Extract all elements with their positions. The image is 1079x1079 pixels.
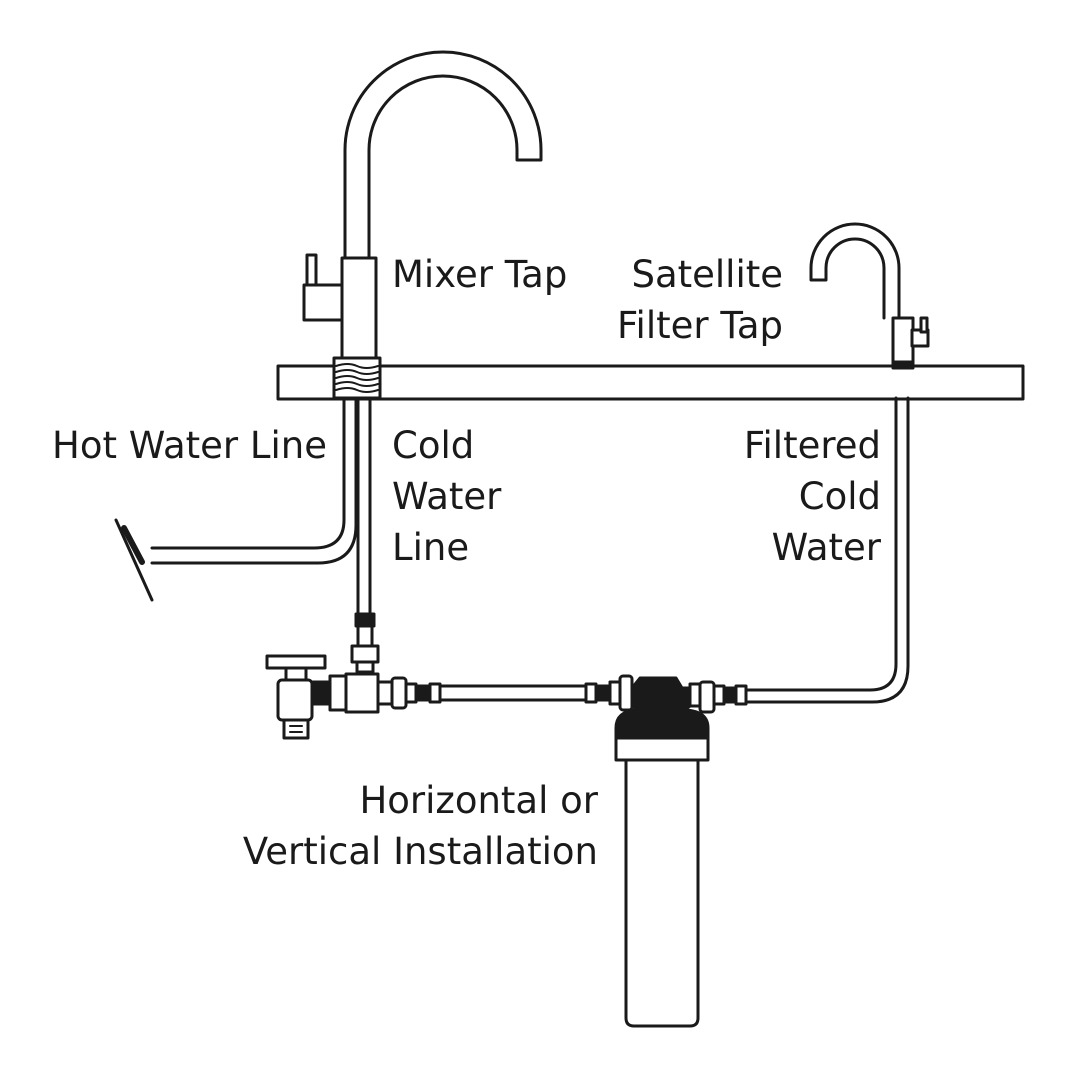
mixer-tap-thread — [335, 363, 379, 393]
cold-water-line-label: Cold Water Line — [392, 420, 501, 573]
feed-pipe — [428, 680, 622, 706]
satellite-tap-label: Satellite Filter Tap — [600, 249, 783, 351]
installation-label: Horizontal or Vertical Installation — [230, 775, 598, 877]
hot-water-line-label: Hot Water Line — [52, 420, 327, 471]
filtered-water-line — [744, 396, 910, 704]
satellite-tap — [809, 222, 930, 370]
filter-unit — [614, 674, 748, 1028]
filtered-cold-water-label-line-2: Cold — [798, 475, 881, 518]
cold-water-line-label-line-2: Water — [392, 475, 502, 518]
hot-water-line-label-text: Hot Water Line — [52, 424, 327, 467]
mixer-tap-label: Mixer Tap — [392, 249, 567, 300]
filtered-cold-water-label: Filtered Cold Water — [700, 420, 881, 573]
mixer-tap — [302, 50, 543, 400]
satellite-tap-label-line-1: Satellite — [631, 253, 783, 296]
isolation-valve — [265, 654, 432, 740]
filtered-cold-water-label-line-3: Water — [771, 526, 881, 569]
cold-water-line — [350, 396, 380, 674]
satellite-tap-label-line-2: Filter Tap — [616, 304, 783, 347]
countertop — [276, 364, 1025, 401]
mixer-tap-label-text: Mixer Tap — [392, 253, 568, 296]
installation-label-line-1: Horizontal or — [359, 779, 598, 822]
hot-water-line — [114, 396, 358, 602]
filtered-cold-water-label-line-1: Filtered — [743, 424, 881, 467]
installation-label-line-2: Vertical Installation — [242, 830, 598, 873]
cold-water-line-label-line-3: Line — [392, 526, 470, 569]
cold-water-line-label-line-1: Cold — [392, 424, 475, 467]
